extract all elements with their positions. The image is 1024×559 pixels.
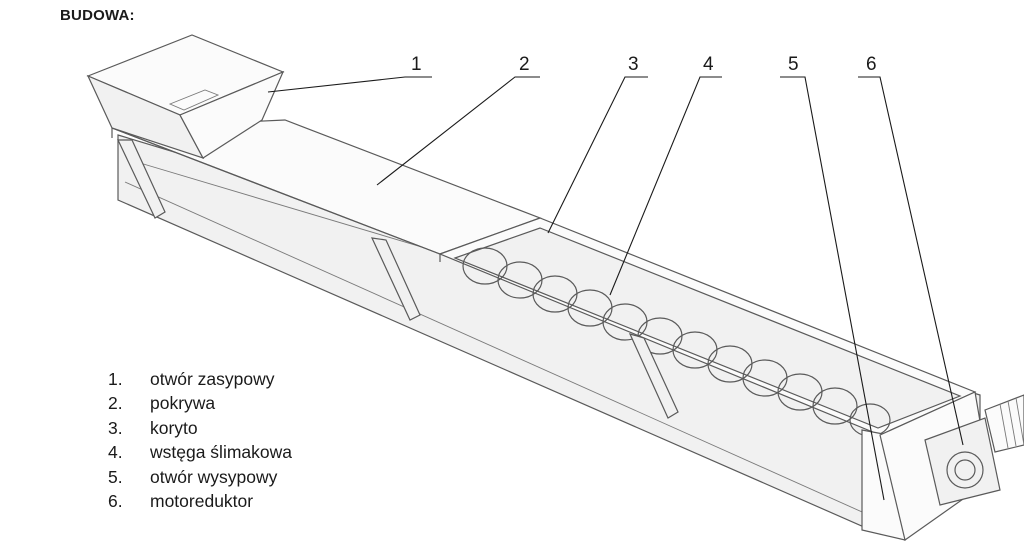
legend-label: wstęga ślimakowa <box>150 442 292 463</box>
legend-number: 1. <box>108 369 123 389</box>
legend-label: otwór wysypowy <box>150 466 278 487</box>
page-title: BUDOWA: <box>60 7 135 24</box>
support-legs <box>117 139 679 419</box>
callout-5: 5 <box>788 54 799 75</box>
legend-item: 4. wstęga ślimakowa <box>108 440 292 464</box>
callout-6: 6 <box>866 54 877 75</box>
callout-1: 1 <box>411 54 422 75</box>
legend-number: 5. <box>108 466 123 487</box>
legend-item: 6. motoreduktor <box>108 489 292 513</box>
legend-label: otwór zasypowy <box>150 369 275 389</box>
callout-leaders <box>267 76 964 501</box>
legend-number: 4. <box>108 442 123 463</box>
legend-label: motoreduktor <box>150 491 254 512</box>
legend-label: koryto <box>150 417 198 438</box>
legend-item: 2. pokrywa <box>108 391 292 415</box>
legend-item: 1. otwór zasypowy <box>108 367 292 391</box>
callout-3: 3 <box>628 54 639 75</box>
callout-4: 4 <box>703 54 714 75</box>
legend-item: 5. otwór wysypowy <box>108 465 292 489</box>
legend-number: 3. <box>108 417 123 438</box>
inlet-hopper <box>86 34 285 160</box>
gearmotor <box>879 391 1024 542</box>
parts-legend: 1. otwór zasypowy 2. pokrywa 3. koryto 4. ws… <box>108 367 292 513</box>
callout-2: 2 <box>519 54 530 75</box>
legend-label: pokrywa <box>150 393 216 414</box>
legend-number: 6. <box>108 491 123 512</box>
legend-item: 3. koryto <box>108 416 292 440</box>
legend-number: 2. <box>108 393 123 414</box>
